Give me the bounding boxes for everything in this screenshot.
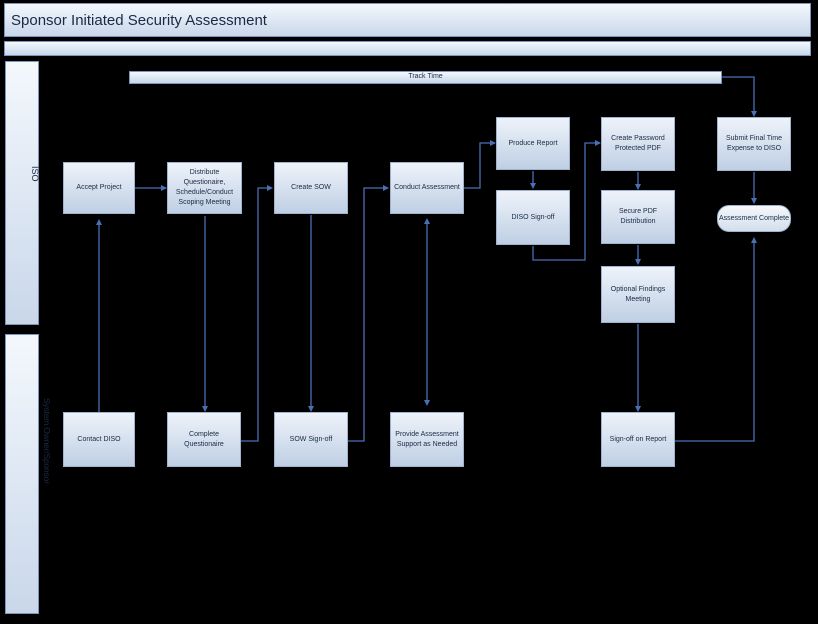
node-sow-signoff: SOW Sign-off bbox=[274, 412, 348, 467]
node-create-sow: Create SOW bbox=[274, 162, 348, 214]
arrow-track-to-submit bbox=[722, 76, 757, 117]
node-create-password-pdf: Create Password Protected PDF bbox=[601, 117, 675, 171]
track-time-label: Track Time bbox=[408, 73, 443, 80]
node-signoff-report: Sign-off on Report bbox=[601, 412, 675, 467]
lane-header-iso bbox=[5, 61, 39, 325]
lane-header-owner bbox=[5, 334, 39, 614]
arrow-signoff-to-complete bbox=[675, 237, 757, 442]
arrow-diso-to-secure bbox=[532, 140, 601, 261]
node-provide-assessment-support: Provide Assessment Support as Needed bbox=[390, 412, 464, 467]
title-bar: Sponsor Initiated Security Assessment bbox=[4, 3, 811, 37]
node-optional-findings: Optional Findings Meeting bbox=[601, 266, 675, 323]
node-produce-report: Produce Report bbox=[496, 117, 570, 170]
node-assessment-complete: Assessment Complete bbox=[717, 205, 791, 232]
node-submit-final-time: Submit Final Time Expense to DISO bbox=[717, 117, 791, 171]
node-distribute-questionaire: Distribute Questionaire, Schedule/Conduc… bbox=[167, 162, 242, 214]
track-time-bar: Track Time bbox=[129, 71, 722, 84]
subtitle-bar bbox=[4, 41, 811, 56]
node-complete-questionaire: Complete Questionaire bbox=[167, 412, 241, 467]
node-accept-project: Accept Project bbox=[63, 162, 135, 214]
diagram-title: Sponsor Initiated Security Assessment bbox=[11, 12, 267, 29]
arrow-conduct-to-produce bbox=[464, 140, 496, 189]
arrow-sowsign-to-conduct bbox=[348, 185, 389, 442]
node-conduct-assessment: Conduct Assessment bbox=[390, 162, 464, 214]
arrow-complete-to-createsow bbox=[241, 185, 273, 442]
node-contact-diso: Contact DISO bbox=[63, 412, 135, 467]
node-diso-signoff: DISO Sign-off bbox=[496, 190, 570, 245]
node-secure-pdf: Secure PDF Distribution bbox=[601, 190, 675, 244]
